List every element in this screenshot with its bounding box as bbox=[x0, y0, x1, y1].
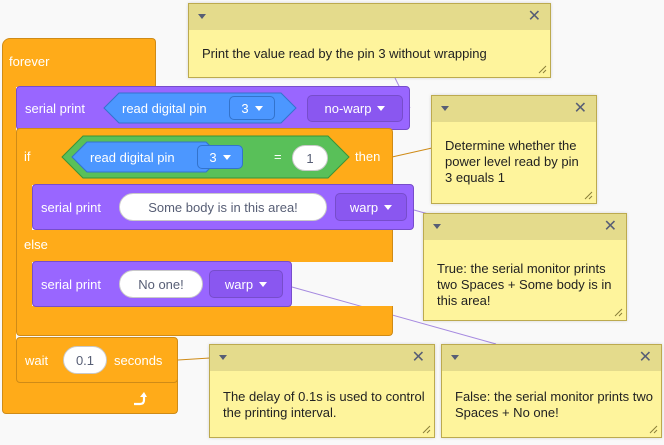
forever-bottom bbox=[2, 378, 178, 414]
wait-block[interactable]: wait 0.1 seconds bbox=[16, 337, 178, 383]
serial-print-label: serial print bbox=[41, 277, 101, 292]
comment-text[interactable]: Print the value read by the pin 3 withou… bbox=[202, 46, 487, 61]
then-label: then bbox=[355, 149, 381, 164]
dropdown-arrow-icon bbox=[254, 105, 263, 111]
collapse-triangle-icon[interactable] bbox=[198, 14, 206, 19]
compare-value-input[interactable]: 1 bbox=[292, 145, 328, 171]
seconds-label: seconds bbox=[114, 353, 163, 368]
dropdown-arrow-icon bbox=[222, 154, 231, 160]
connector-c4 bbox=[177, 357, 211, 361]
forever-arm bbox=[2, 80, 16, 380]
comment-1[interactable]: ✕ Print the value read by the pin 3 with… bbox=[188, 3, 551, 78]
mode-dropdown[interactable]: warp bbox=[209, 270, 283, 298]
mode-value: warp bbox=[349, 199, 379, 215]
close-icon[interactable]: ✕ bbox=[411, 349, 425, 366]
comment-5[interactable]: ✕ False: the serial monitor prints two S… bbox=[441, 344, 662, 438]
serial-print-block-true[interactable]: serial print Some body is in this area! … bbox=[32, 184, 414, 230]
comment-header[interactable] bbox=[442, 345, 661, 371]
resize-grip-icon[interactable] bbox=[584, 191, 593, 200]
connector-c2 bbox=[391, 147, 433, 158]
wait-seconds-input[interactable]: 0.1 bbox=[63, 346, 107, 374]
collapse-triangle-icon[interactable] bbox=[433, 224, 441, 229]
mode-dropdown[interactable]: no-warp bbox=[307, 95, 403, 122]
wait-label: wait bbox=[25, 353, 49, 368]
close-icon[interactable]: ✕ bbox=[573, 100, 587, 117]
else-label: else bbox=[24, 237, 48, 252]
comment-3[interactable]: ✕ True: the serial monitor prints two Sp… bbox=[423, 213, 627, 321]
comment-header[interactable] bbox=[189, 4, 550, 30]
dropdown-arrow-icon bbox=[384, 204, 393, 210]
comment-text[interactable]: Determine whether the power level read b… bbox=[445, 138, 579, 185]
comment-header[interactable] bbox=[210, 345, 434, 371]
close-icon[interactable]: ✕ bbox=[527, 8, 541, 25]
reporter-label: read digital pin bbox=[122, 101, 207, 116]
if-bottom bbox=[16, 306, 393, 336]
dropdown-arrow-icon bbox=[377, 106, 386, 111]
serial-print-block-1[interactable]: serial print read digital pin 3 no-warp bbox=[16, 86, 410, 130]
comment-4[interactable]: ✕ The delay of 0.1s is used to control t… bbox=[209, 344, 435, 438]
if-arm-1 bbox=[16, 183, 32, 233]
pin-dropdown[interactable]: 3 bbox=[229, 96, 275, 120]
if-label: if bbox=[24, 149, 31, 164]
mode-value: warp bbox=[224, 276, 254, 292]
pin-value: 3 bbox=[241, 100, 249, 116]
close-icon[interactable]: ✕ bbox=[603, 218, 617, 235]
comment-header[interactable] bbox=[424, 214, 626, 240]
collapse-triangle-icon[interactable] bbox=[219, 355, 227, 360]
comment-2[interactable]: ✕ Determine whether the power level read… bbox=[431, 95, 597, 204]
pin-dropdown[interactable]: 3 bbox=[197, 145, 243, 169]
print-text-input[interactable]: Some body is in this area! bbox=[119, 193, 327, 221]
reporter-label: read digital pin bbox=[90, 150, 175, 165]
serial-print-block-false[interactable]: serial print No one! warp bbox=[32, 261, 292, 307]
loop-arrow-icon bbox=[134, 392, 147, 406]
collapse-triangle-icon[interactable] bbox=[441, 106, 449, 111]
forever-label: forever bbox=[9, 54, 50, 69]
comment-text[interactable]: True: the serial monitor prints two Spac… bbox=[437, 261, 612, 308]
resize-grip-icon[interactable] bbox=[649, 425, 658, 434]
resize-grip-icon[interactable] bbox=[538, 65, 547, 74]
resize-grip-icon[interactable] bbox=[422, 425, 431, 434]
else-bar bbox=[16, 230, 393, 262]
mode-value: no-warp bbox=[324, 101, 372, 116]
serial-print-label: serial print bbox=[25, 101, 85, 116]
close-icon[interactable]: ✕ bbox=[638, 349, 652, 366]
mode-dropdown[interactable]: warp bbox=[335, 193, 407, 221]
resize-grip-icon[interactable] bbox=[614, 308, 623, 317]
operator-symbol: = bbox=[274, 149, 282, 164]
connector-c5 bbox=[291, 286, 497, 345]
serial-print-label: serial print bbox=[41, 200, 101, 215]
if-arm-2 bbox=[16, 260, 32, 310]
comment-text[interactable]: The delay of 0.1s is used to control the… bbox=[223, 389, 425, 420]
print-text-input[interactable]: No one! bbox=[119, 270, 203, 298]
dropdown-arrow-icon bbox=[259, 281, 268, 287]
comment-text[interactable]: False: the serial monitor prints two Spa… bbox=[455, 389, 653, 420]
collapse-triangle-icon[interactable] bbox=[451, 355, 459, 360]
comment-header[interactable] bbox=[432, 96, 596, 122]
pin-value: 3 bbox=[209, 149, 217, 165]
forever-top bbox=[2, 38, 156, 87]
